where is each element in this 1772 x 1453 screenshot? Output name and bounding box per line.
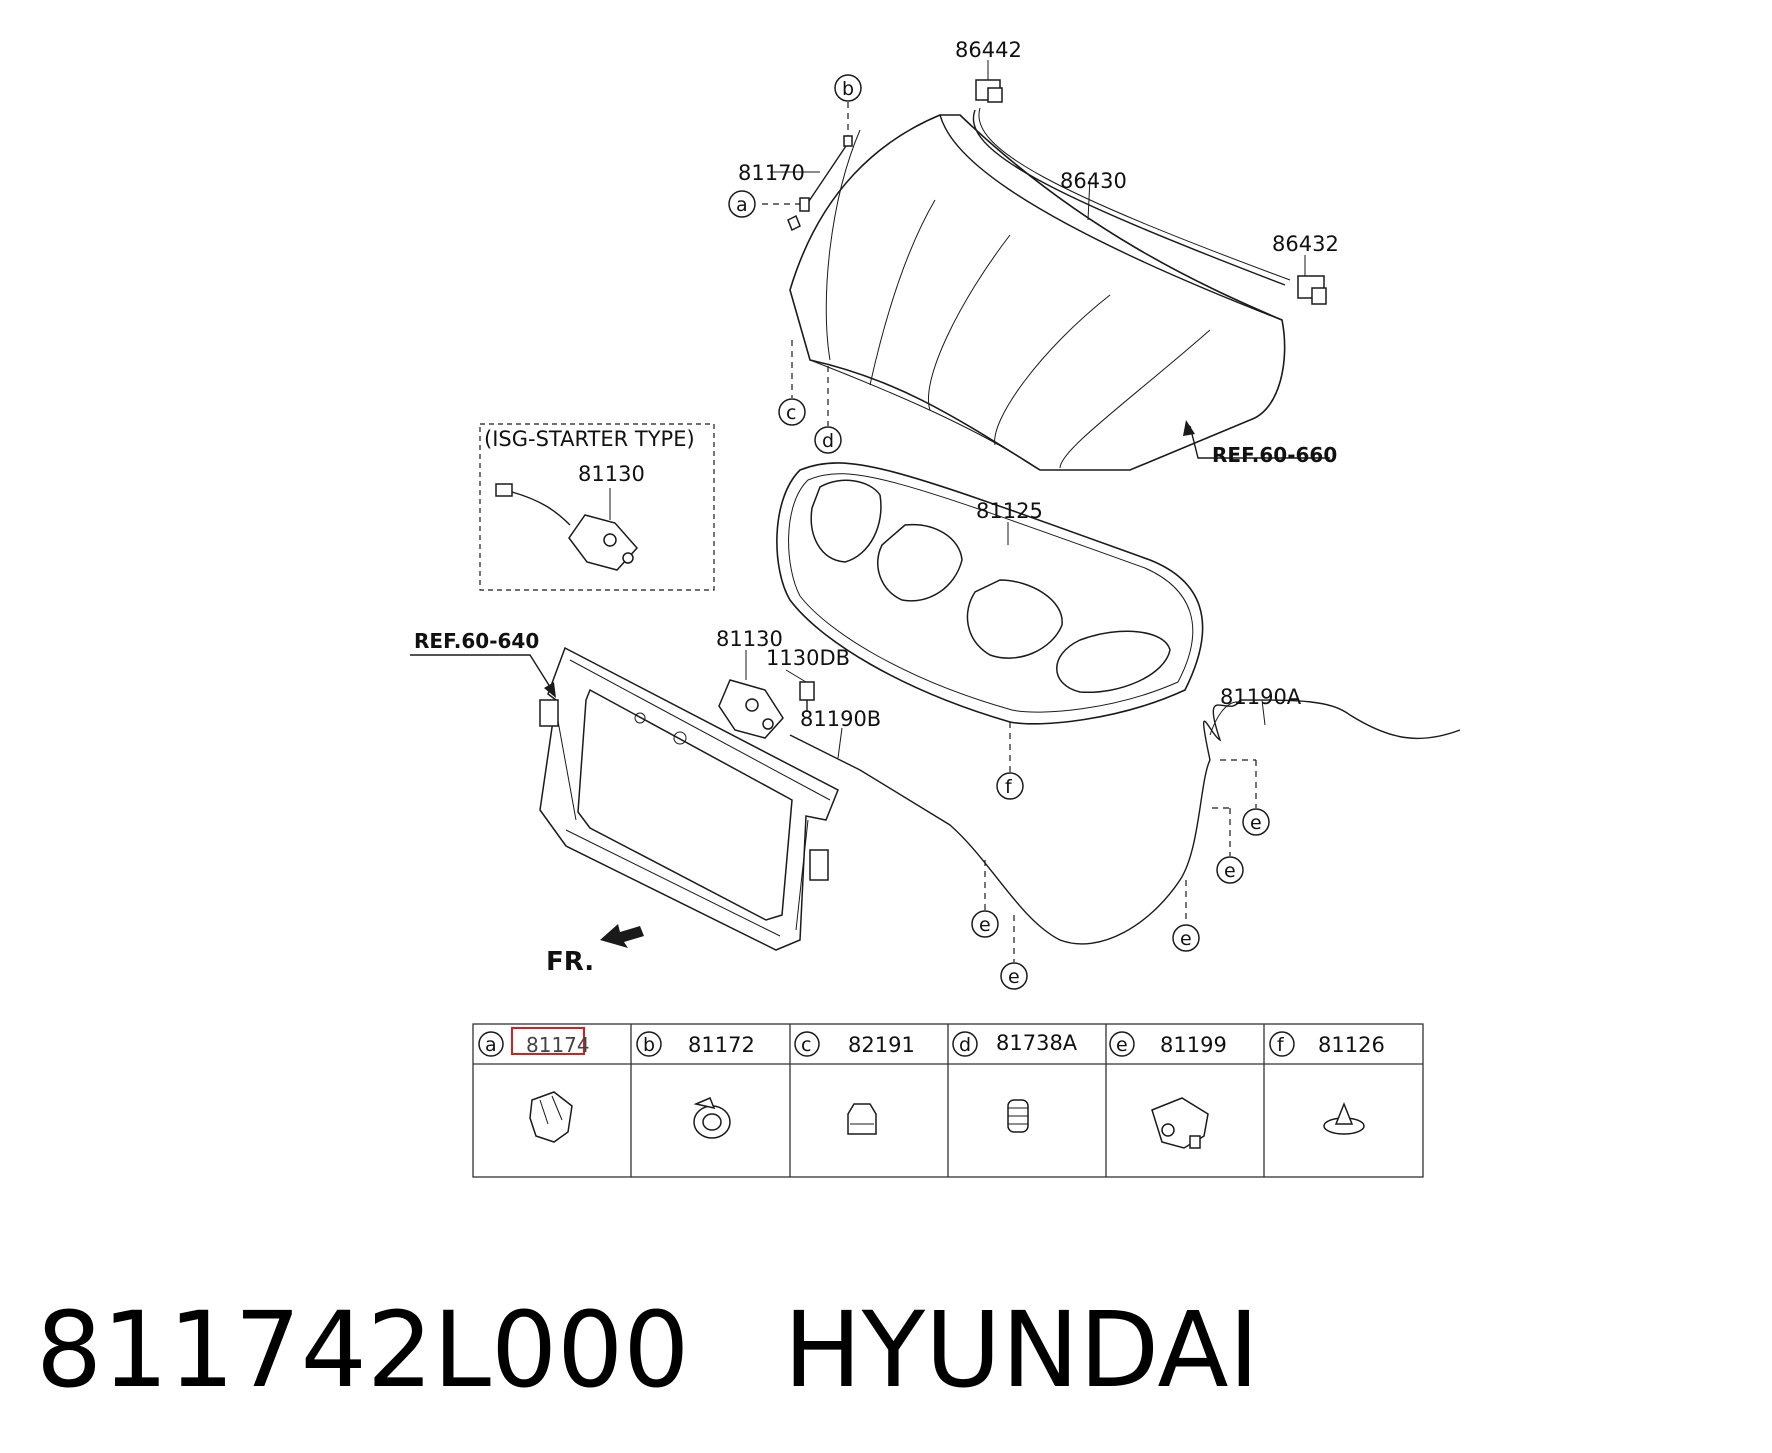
legend-cell-e: e 81199 bbox=[1109, 1031, 1227, 1149]
weatherstrip-seal bbox=[972, 109, 1286, 286]
legend-cell-d: d 81738A bbox=[952, 1031, 1078, 1133]
svg-text:e: e bbox=[1180, 928, 1192, 950]
release-cable-b bbox=[789, 734, 1211, 945]
cable-clip-81199-icon bbox=[1151, 1097, 1209, 1149]
label-81190b: 81190B bbox=[800, 707, 881, 731]
callout-c: c bbox=[778, 398, 806, 426]
svg-text:f: f bbox=[1277, 1034, 1285, 1056]
isg-starter-box bbox=[479, 423, 715, 591]
callout-e-2: e bbox=[1000, 962, 1028, 990]
label-81170: 81170 bbox=[738, 161, 805, 185]
clip-86432 bbox=[1297, 275, 1327, 305]
legend-cell-c: c 82191 bbox=[794, 1031, 915, 1135]
clip-86442 bbox=[975, 79, 1003, 103]
callout-f: f bbox=[996, 772, 1024, 800]
label-81125: 81125 bbox=[976, 499, 1043, 523]
ref-60-660: REF.60-660 bbox=[1212, 443, 1337, 467]
svg-text:e: e bbox=[1224, 860, 1236, 882]
legend-cell-a: a 81174 bbox=[478, 1027, 590, 1143]
callout-e-4: e bbox=[1216, 856, 1244, 884]
legend-table bbox=[472, 1023, 1424, 1178]
legend-part-81172: 81172 bbox=[688, 1033, 755, 1057]
front-arrow bbox=[600, 924, 644, 948]
callout-a: a bbox=[728, 190, 756, 218]
legend-cell-f: f 81126 bbox=[1269, 1031, 1385, 1135]
bumper-81738a-icon bbox=[1007, 1099, 1029, 1133]
callout-d: d bbox=[814, 426, 842, 454]
legend-part-81199: 81199 bbox=[1160, 1033, 1227, 1057]
footer-caption: 811742L000 HYUNDAI bbox=[36, 1280, 1736, 1420]
callout-b: b bbox=[834, 74, 862, 102]
svg-text:d: d bbox=[822, 430, 834, 452]
bolt bbox=[799, 681, 815, 712]
svg-text:e: e bbox=[1008, 966, 1020, 988]
svg-text:d: d bbox=[959, 1034, 971, 1056]
svg-text:b: b bbox=[842, 78, 854, 100]
legend-part-81738a: 81738A bbox=[996, 1031, 1078, 1055]
front-label: FR. bbox=[546, 947, 594, 977]
label-86442: 86442 bbox=[955, 38, 1022, 62]
clip-82191-icon bbox=[847, 1103, 877, 1135]
ref-60-640: REF.60-640 bbox=[414, 629, 539, 653]
label-1130db: 1130DB bbox=[766, 646, 850, 670]
legend-cell-b: b 82191 81172 bbox=[636, 1031, 755, 1139]
label-86432: 86432 bbox=[1272, 232, 1339, 256]
hood-latch-isg bbox=[495, 483, 639, 571]
clip-81174-icon bbox=[529, 1091, 573, 1143]
release-cable-a bbox=[1203, 699, 1461, 761]
svg-text:e: e bbox=[1250, 812, 1262, 834]
callout-e-5: e bbox=[1242, 808, 1270, 836]
footer-brand: HYUNDAI bbox=[783, 1289, 1260, 1411]
label-81130: 81130 bbox=[716, 627, 783, 651]
svg-text:b: b bbox=[643, 1034, 655, 1056]
label-81130-isg: 81130 bbox=[578, 462, 645, 486]
svg-text:f: f bbox=[1005, 776, 1013, 798]
svg-text:e: e bbox=[1116, 1034, 1128, 1056]
radiator-support-panel bbox=[539, 646, 839, 951]
svg-text:e: e bbox=[979, 914, 991, 936]
highlight-box bbox=[511, 1027, 585, 1055]
callout-e-3: e bbox=[1172, 924, 1200, 952]
hood-latch bbox=[718, 679, 784, 739]
isg-title: (ISG-STARTER TYPE) bbox=[484, 427, 695, 451]
push-pin-81126-icon bbox=[1323, 1101, 1365, 1135]
svg-text:c: c bbox=[786, 402, 796, 424]
label-81190a: 81190A bbox=[1220, 685, 1302, 709]
hood-panel bbox=[789, 114, 1286, 471]
svg-text:a: a bbox=[736, 194, 748, 216]
legend-part-81174: 81174 bbox=[526, 1033, 590, 1057]
footer-part-number: 811742L000 bbox=[36, 1289, 690, 1411]
grommet-81172-icon bbox=[693, 1097, 731, 1139]
svg-text:a: a bbox=[485, 1034, 497, 1056]
label-86430: 86430 bbox=[1060, 169, 1127, 193]
svg-text:c: c bbox=[801, 1034, 811, 1056]
callout-e-1: e bbox=[971, 910, 999, 938]
legend-part-81126: 81126 bbox=[1318, 1033, 1385, 1057]
hood-insulator bbox=[776, 462, 1204, 725]
legend-part-82191: 82191 bbox=[848, 1033, 915, 1057]
